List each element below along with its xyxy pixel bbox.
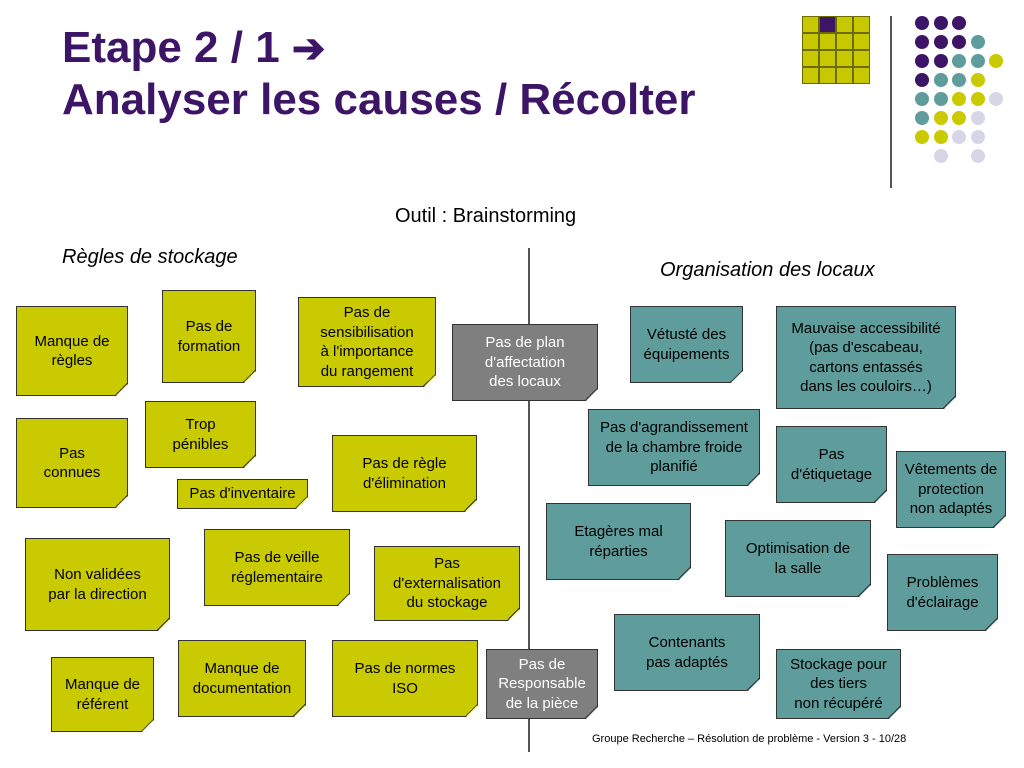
sticky-note: Optimisation de la salle [725, 520, 871, 597]
sticky-note: Mauvaise accessibilité (pas d'escabeau, … [776, 306, 956, 409]
tool-subtitle: Outil : Brainstorming [395, 205, 577, 227]
sticky-note: Pas connues [16, 418, 128, 508]
section-heading-left: Règles de stockage [62, 246, 238, 268]
center-divider [528, 248, 530, 752]
title-line-2: Analyser les causes / Récolter [62, 74, 696, 124]
sticky-note: Problèmes d'éclairage [887, 554, 998, 631]
sticky-note: Pas de normes ISO [332, 640, 478, 717]
sticky-note: Stockage pour des tiers non récupéré [776, 649, 901, 719]
sticky-note: Pas de plan d'affectation des locaux [452, 324, 598, 401]
sticky-note: Pas de règle d'élimination [332, 435, 477, 512]
sticky-note: Trop pénibles [145, 401, 256, 468]
sticky-note: Vétusté des équipements [630, 306, 743, 383]
header-divider [890, 16, 892, 188]
sticky-note: Manque de règles [16, 306, 128, 396]
sticky-note: Non validées par la direction [25, 538, 170, 631]
sticky-note: Manque de documentation [178, 640, 306, 717]
title-line-1: Etape 2 / 1 ➔ [62, 23, 326, 72]
sticky-note: Pas d'inventaire [177, 479, 308, 509]
sticky-note: Manque de référent [51, 657, 154, 732]
footer-text: Groupe Recherche – Résolution de problèm… [592, 733, 907, 745]
arrow-right-icon: ➔ [291, 27, 326, 71]
sticky-note: Pas de formation [162, 290, 256, 383]
sticky-note: Vêtements de protection non adaptés [896, 451, 1006, 528]
sticky-note: Etagères mal réparties [546, 503, 691, 580]
sticky-note: Pas de Responsable de la pièce [486, 649, 598, 719]
sticky-note: Pas d'agrandissement de la chambre froid… [588, 409, 760, 486]
sticky-note: Pas de sensibilisation à l'importance du… [298, 297, 436, 387]
decorative-grid [802, 16, 870, 84]
sticky-note: Pas d'externalisation du stockage [374, 546, 520, 621]
sticky-note: Contenants pas adaptés [614, 614, 760, 691]
sticky-note: Pas de veille réglementaire [204, 529, 350, 606]
sticky-note: Pas d'étiquetage [776, 426, 887, 503]
section-heading-right: Organisation des locaux [660, 259, 875, 281]
slide-title: Etape 2 / 1 ➔ Analyser les causes / Réco… [62, 22, 695, 126]
